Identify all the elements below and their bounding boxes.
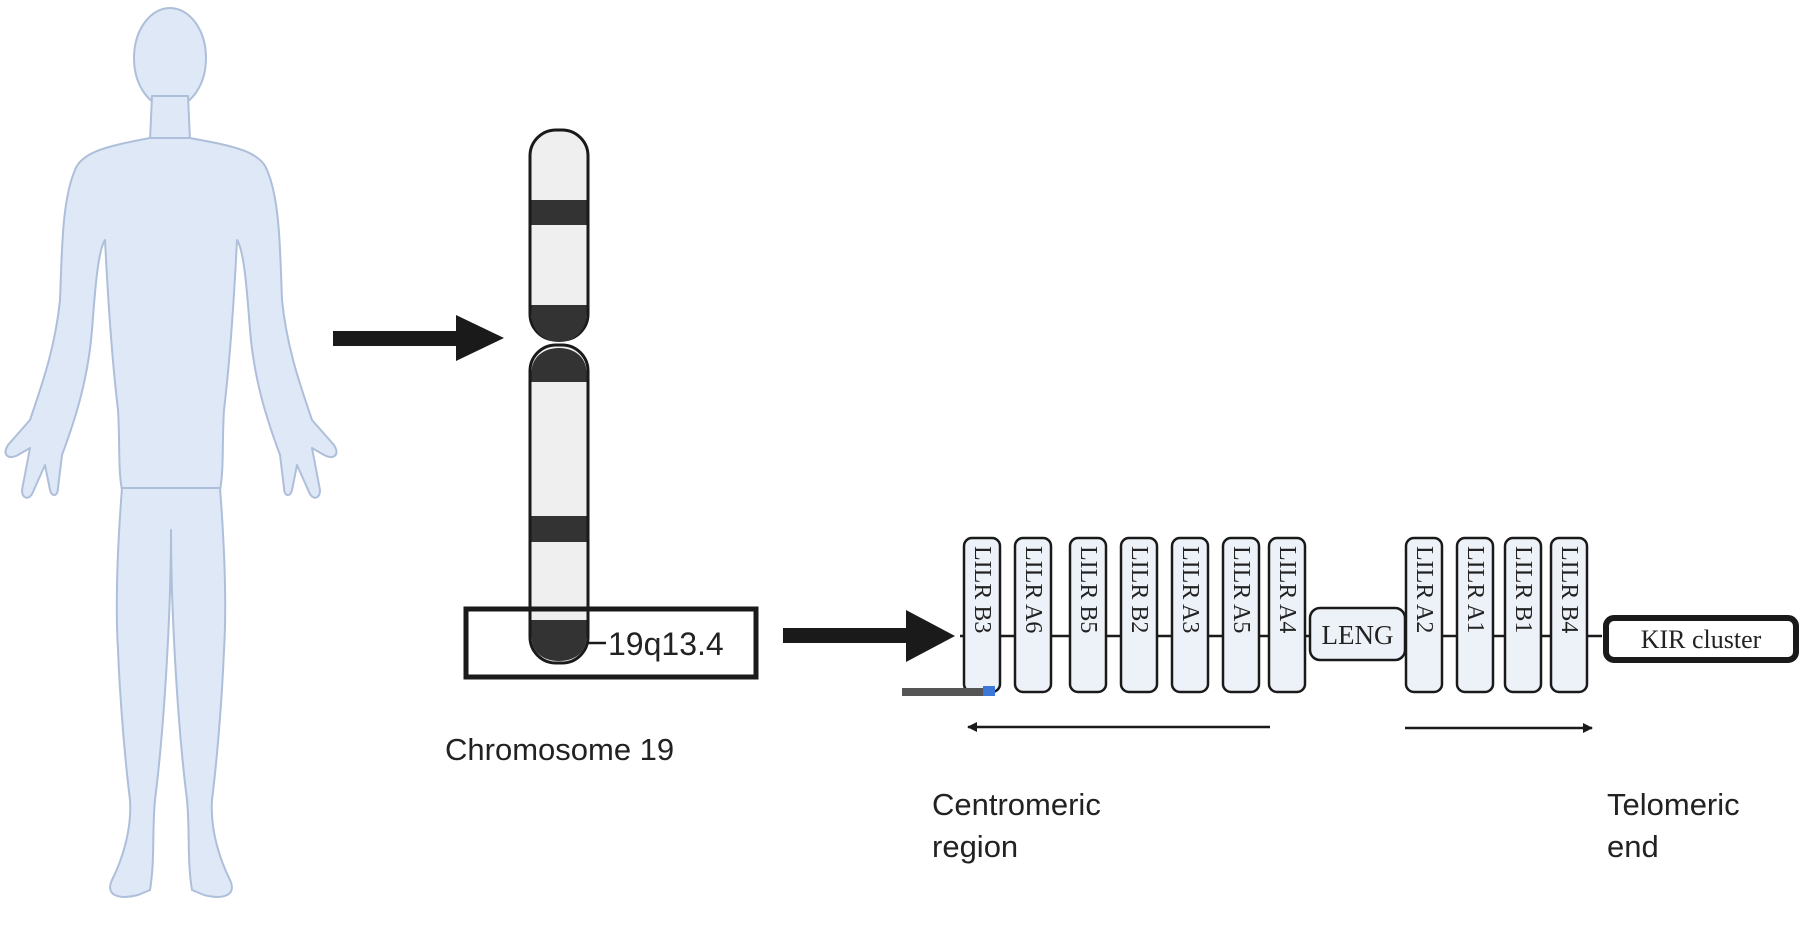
chromosome-caption: Chromosome 19 bbox=[445, 732, 674, 767]
gene-label-lilr-b1: LILR B1 bbox=[1510, 546, 1536, 633]
gene-label-lilr-b5: LILR B5 bbox=[1075, 546, 1101, 633]
gene-box bbox=[1119, 536, 1159, 694]
gene-lilr-b5: LILR B5 bbox=[1068, 536, 1108, 694]
centromeric-gene-group: LILR B3 LILR A6 LILR B5 LILR B2 LILR A3 LILR … bbox=[962, 536, 1307, 694]
gene-label-lilr-a1: LILR A1 bbox=[1462, 546, 1488, 633]
human-body-silhouette-icon bbox=[4, 7, 338, 898]
gene-box bbox=[1013, 536, 1053, 694]
telomeric-label-line-2: end bbox=[1607, 829, 1659, 864]
gene-box bbox=[1549, 536, 1589, 694]
centromeric-region-label: Centromeric region bbox=[932, 787, 1109, 864]
gene-lilr-b1: LILR B1 bbox=[1503, 536, 1543, 694]
gene-box bbox=[1221, 536, 1261, 694]
gene-lilr-b2: LILR B2 bbox=[1119, 536, 1159, 694]
gene-lilr-a1: LILR A1 bbox=[1455, 536, 1495, 694]
gene-box bbox=[1455, 536, 1495, 694]
gene-label-lilr-b2: LILR B2 bbox=[1126, 546, 1152, 633]
chromosome-19-icon bbox=[528, 128, 590, 665]
centromeric-label-line-1: Centromeric bbox=[932, 787, 1101, 822]
gene-lilr-b3: LILR B3 bbox=[962, 536, 1002, 694]
gene-label-lilr-a4: LILR A4 bbox=[1274, 546, 1300, 633]
gene-box bbox=[1267, 536, 1307, 694]
kir-cluster-label: KIR cluster bbox=[1641, 625, 1762, 654]
right-arrow-icon bbox=[333, 315, 504, 361]
gene-lilr-a2: LILR A2 bbox=[1404, 536, 1444, 694]
telomeric-label-line-1: Telomeric bbox=[1607, 787, 1740, 822]
band-label: 19q13.4 bbox=[608, 626, 724, 662]
gene-label-lilr-a5: LILR A5 bbox=[1228, 546, 1254, 633]
gene-label-lilr-a6: LILR A6 bbox=[1020, 546, 1046, 633]
gene-leng-label: LENG bbox=[1322, 620, 1394, 650]
gene-lilr-a4: LILR A4 bbox=[1267, 536, 1307, 694]
gene-lilr-a6: LILR A6 bbox=[1013, 536, 1053, 694]
gene-box bbox=[1068, 536, 1108, 694]
gene-box bbox=[1404, 536, 1444, 694]
telomeric-gene-group: LILR A2 LILR A1 LILR B1 LILR B4 bbox=[1404, 536, 1589, 694]
telomeric-end-label: Telomeric end bbox=[1607, 787, 1748, 864]
gene-label-lilr-a3: LILR A3 bbox=[1177, 546, 1203, 633]
gene-label-lilr-a2: LILR A2 bbox=[1411, 546, 1437, 633]
centromeric-label-line-2: region bbox=[932, 829, 1018, 864]
band-highlight-box bbox=[463, 606, 759, 680]
gene-lilr-b4: LILR B4 bbox=[1549, 536, 1589, 694]
gene-label-lilr-b3: LILR B3 bbox=[969, 546, 995, 633]
gene-leng: LENG bbox=[1308, 606, 1407, 662]
gene-lilr-a5: LILR A5 bbox=[1221, 536, 1261, 694]
gene-box bbox=[1503, 536, 1543, 694]
gene-lilr-a3: LILR A3 bbox=[1170, 536, 1210, 694]
gene-kir-cluster: KIR cluster bbox=[1603, 615, 1799, 663]
selection-artifact-handle bbox=[983, 686, 995, 696]
right-arrow-icon-2 bbox=[783, 610, 955, 662]
selection-artifact bbox=[902, 688, 986, 696]
gene-label-lilr-b4: LILR B4 bbox=[1556, 546, 1582, 633]
gene-box bbox=[1170, 536, 1210, 694]
